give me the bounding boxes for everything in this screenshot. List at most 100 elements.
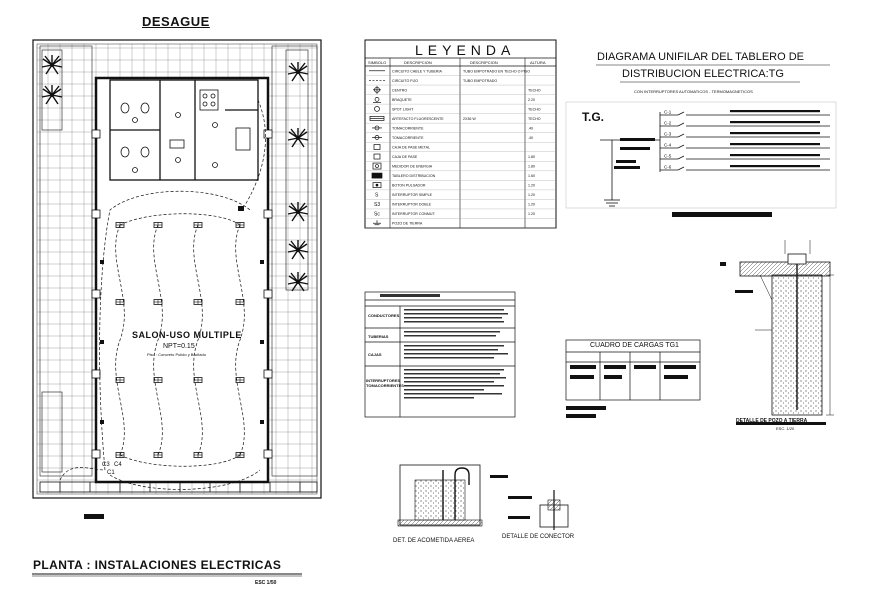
room-floor: Piso : Concreto Pulido y Bruñado bbox=[147, 352, 206, 357]
circuit-label: C-6 bbox=[664, 165, 672, 170]
legend-symbol-box-icon bbox=[373, 153, 381, 160]
load-table-title: CUADRO DE CARGAS TG1 bbox=[590, 342, 679, 349]
service-drop-detail bbox=[397, 464, 508, 527]
legend-row-height: 1.20 bbox=[528, 184, 535, 188]
load-table-fills bbox=[566, 365, 696, 418]
legend-symbol-outlet-icon bbox=[372, 125, 382, 131]
svg-text:S3: S3 bbox=[374, 202, 380, 208]
legend-row-description: CIRCUITO CABLE Y TUBERIA bbox=[392, 69, 442, 73]
room-name: SALON-USO MULTIPLE bbox=[132, 330, 242, 340]
legend-row-description: CAJA DE PASE bbox=[392, 155, 418, 159]
specifications-notes bbox=[364, 291, 516, 418]
legend-symbol-fluor-icon bbox=[369, 116, 385, 121]
circuit-label-c4: C4 bbox=[114, 462, 122, 468]
legend-symbol-sc-icon: Sc bbox=[374, 212, 380, 218]
legend-row-description: CAJA DE PASE METAL bbox=[392, 146, 430, 150]
legend-table bbox=[364, 39, 557, 229]
circuit-branch bbox=[660, 110, 830, 116]
svg-text:Sc: Sc bbox=[374, 212, 380, 218]
circuit-branch bbox=[660, 121, 830, 127]
legend-row-height: 1.60 bbox=[528, 174, 535, 178]
electrical-floor-plan bbox=[32, 39, 322, 577]
connector-detail bbox=[508, 490, 569, 530]
legend-row-height: 1.80 bbox=[528, 165, 535, 169]
legend-row-spec: 2X36 W bbox=[463, 117, 476, 121]
circuit-label: C-3 bbox=[664, 132, 672, 137]
plan-scale: ESC 1/50 bbox=[255, 580, 277, 586]
legend-symbol-outlet-icon bbox=[372, 135, 382, 140]
ground-detail-scale: ESC. 1/20 bbox=[776, 426, 795, 431]
single-line-text-fills bbox=[614, 138, 772, 217]
legend-symbol-ground-icon bbox=[373, 220, 381, 226]
legend-row-description: INTERRUPTOR SIMPLE bbox=[392, 193, 433, 197]
legend-symbol-bell-icon bbox=[372, 182, 382, 188]
notes-label-boxes: CAJAS bbox=[368, 352, 382, 357]
circuit-label: C-2 bbox=[664, 121, 672, 126]
circuit-label: C-4 bbox=[664, 143, 672, 148]
room-level: NPT=0.15 bbox=[163, 343, 195, 350]
ground-well-detail bbox=[720, 240, 834, 425]
circuit-label: C-1 bbox=[664, 110, 672, 115]
conector-title: DETALLE DE CONECTOR bbox=[502, 534, 575, 540]
notes-label-conductors: CONDUCTORES bbox=[368, 313, 400, 318]
svg-text:S: S bbox=[375, 193, 379, 199]
circuit-list: C-1C-2C-3C-4C-5C-6 bbox=[660, 110, 830, 171]
unifilar-subtitle: CON INTERRUPTORES AUTOMATICOS - TERMOMAG… bbox=[634, 89, 753, 94]
legend-symbol-box-icon bbox=[373, 144, 381, 150]
legend-header-spec: DESCRIPCION bbox=[470, 60, 498, 65]
drainage-label: DESAGUE bbox=[142, 14, 210, 29]
legend-row-height: 1.20 bbox=[528, 193, 535, 197]
legend-row-height: .40 bbox=[528, 136, 533, 140]
circuit-label-c1: C1 bbox=[107, 470, 115, 476]
legend-row-description: BRAQUETE bbox=[392, 98, 412, 102]
legend-header-height: ALTURA bbox=[530, 60, 546, 65]
load-table bbox=[565, 339, 701, 401]
legend-row-height: 2.20 bbox=[528, 98, 535, 102]
legend-row-description: CIRCUITO FIJO bbox=[392, 79, 418, 83]
ground-detail-title: DETALLE DE POZO A TIERRA bbox=[736, 418, 808, 424]
legend-title: LEYENDA bbox=[415, 42, 516, 58]
legend-header-description: DESCRIPCION bbox=[404, 60, 432, 65]
legend-symbol-s-icon: S bbox=[375, 193, 379, 199]
legend-row-description: BOTON PULSADOR bbox=[392, 184, 426, 188]
circuit-branch bbox=[660, 165, 830, 171]
legend-row-height: 1.20 bbox=[528, 212, 535, 216]
legend-row-description: TOMACORRIENTE bbox=[392, 126, 424, 130]
legend-row-description: SPOT LIGHT bbox=[392, 107, 414, 111]
legend-row-height: 1.20 bbox=[528, 203, 535, 207]
legend-header-symbol: SIMBOLO bbox=[368, 60, 387, 65]
circuit-label: C-5 bbox=[664, 154, 672, 159]
legend-row-description: MEDIDOR DE ENERGIA bbox=[392, 165, 433, 169]
legend-row-description: INTERRUPTOR CONMUT. bbox=[392, 212, 435, 216]
legend-symbol-circle-icon bbox=[374, 106, 380, 112]
notes-text-block bbox=[380, 294, 508, 399]
circuit-branch bbox=[660, 154, 830, 160]
legend-row-height: 1.80 bbox=[528, 155, 535, 159]
legend-symbol-wall-icon bbox=[373, 97, 381, 103]
legend-symbol-meter-icon bbox=[372, 162, 382, 170]
single-line-diagram bbox=[565, 64, 837, 209]
legend-row-height: TECHO bbox=[528, 117, 541, 121]
circuit-branch bbox=[660, 143, 830, 149]
unifilar-title-line1: DIAGRAMA UNIFILAR DEL TABLERO DE bbox=[597, 51, 805, 63]
notes-label-switches: INTERRUPTORES TOMACORRIENTES bbox=[366, 378, 404, 388]
plan-title: PLANTA : INSTALACIONES ELECTRICAS bbox=[33, 558, 282, 572]
legend-row-description: TOMACORRIENTE bbox=[392, 136, 424, 140]
legend-row-description: CENTRO bbox=[392, 88, 407, 92]
legend-row-height: TECHO bbox=[528, 107, 541, 111]
legend-row-description: POZO DE TIERRA bbox=[392, 222, 423, 226]
legend-row-description: ARTEFACTO FLUORESCENTE bbox=[392, 117, 444, 121]
acometida-title: DET. DE ACOMETIDA AEREA bbox=[393, 538, 475, 544]
legend-symbol-s3-icon: S3 bbox=[374, 202, 380, 208]
unifilar-title-line2: DISTRIBUCION ELECTRICA:TG bbox=[622, 68, 784, 80]
legend-symbol-panel-icon bbox=[371, 172, 383, 179]
legend-row-description: INTERRUPTOR DOBLE bbox=[392, 203, 432, 207]
notes-label-pipes: TUBERIAS bbox=[368, 334, 389, 339]
board-label: T.G. bbox=[582, 110, 605, 124]
circuit-label-c3: C3 bbox=[102, 462, 110, 468]
legend-row-height: TECHO bbox=[528, 88, 541, 92]
legend-row-description: TABLERO DISTRIBUCION bbox=[392, 174, 436, 178]
legend-row-height: .40 bbox=[528, 126, 533, 130]
circuit-branch bbox=[660, 132, 830, 138]
